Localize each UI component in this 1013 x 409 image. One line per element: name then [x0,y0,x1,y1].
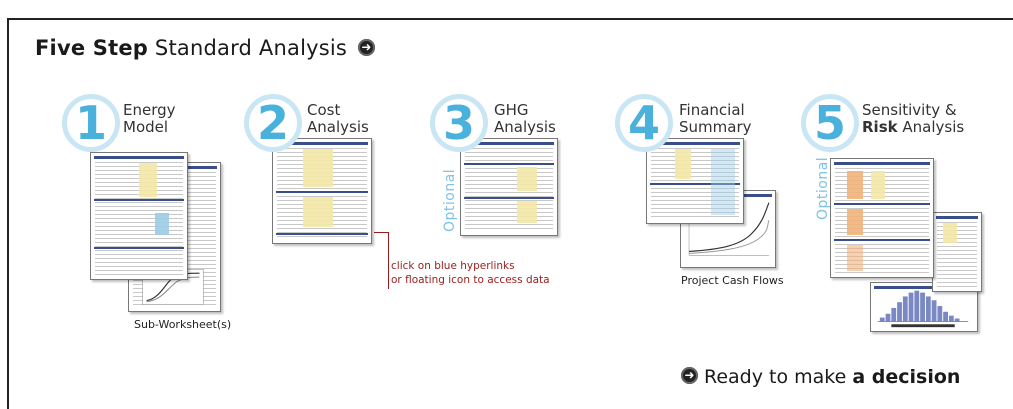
step-3-label-line1: GHG [494,101,529,119]
step-1-number[interactable]: 1 [62,94,120,152]
cash-flow-curve [688,200,770,256]
risk-side-sheet-thumbnail[interactable] [932,212,982,292]
step-5-optional-label: Optional [815,156,831,220]
arrow-circle-icon[interactable]: ➜ [681,367,698,384]
step-2-label-line2: Analysis [307,118,369,136]
sub-worksheets-caption: Sub-Worksheet(s) [134,318,232,331]
financial-summary-sheet-thumbnail[interactable] [646,138,744,224]
step-4-label-line2: Summary [679,118,752,136]
step-3-label[interactable]: GHG Analysis [494,102,556,136]
energy-model-sheet-thumbnail[interactable] [90,152,188,280]
hyperlink-note-line2: or floating icon to access data [391,274,550,286]
step-2-label[interactable]: Cost Analysis [307,102,369,136]
hyperlink-note-line1: click on blue hyperlinks [391,260,515,272]
step-3-label-line2: Analysis [494,118,556,136]
title-rest: Standard Analysis [154,36,348,60]
step-4-label[interactable]: Financial Summary [679,102,752,136]
step-1-label-line2: Model [123,118,169,136]
step-5-label-line2: Analysis [902,118,965,136]
step-2-number[interactable]: 2 [244,94,302,152]
content-frame [7,18,1013,409]
step-5-label[interactable]: Sensitivity & Risk Analysis [862,102,964,136]
page-title: Five Step Standard Analysis ➜ [35,36,375,60]
sensitivity-sheet-thumbnail[interactable] [830,158,934,278]
ghg-analysis-sheet-thumbnail[interactable] [460,138,558,236]
cost-analysis-sheet-thumbnail[interactable] [272,138,372,244]
note-connector [374,232,389,289]
step-4-label-line1: Financial [679,101,745,119]
title-bold: Five Step [35,36,149,60]
step-5-number[interactable]: 5 [801,94,859,152]
decision-bold: a decision [852,366,961,388]
step-3-number[interactable]: 3 [430,94,488,152]
step-5-label-line2-bold: Risk [862,118,898,136]
step-1-label[interactable]: Energy Model [123,102,176,136]
step-2-label-line1: Cost [307,101,341,119]
risk-histogram [877,290,969,328]
step-5-label-line1: Sensitivity & [862,101,957,119]
step-1-label-line1: Energy [123,101,176,119]
decision-call-to-action[interactable]: ➜ Ready to make a decision [681,366,960,388]
arrow-circle-icon[interactable]: ➜ [357,38,375,56]
step-4-number[interactable]: 4 [615,94,673,152]
hyperlink-note: click on blue hyperlinks or floating ico… [391,259,550,287]
cash-flows-caption: Project Cash Flows [681,274,784,287]
decision-prefix: Ready to make [704,366,847,388]
step-3-optional-label: Optional [442,168,458,232]
